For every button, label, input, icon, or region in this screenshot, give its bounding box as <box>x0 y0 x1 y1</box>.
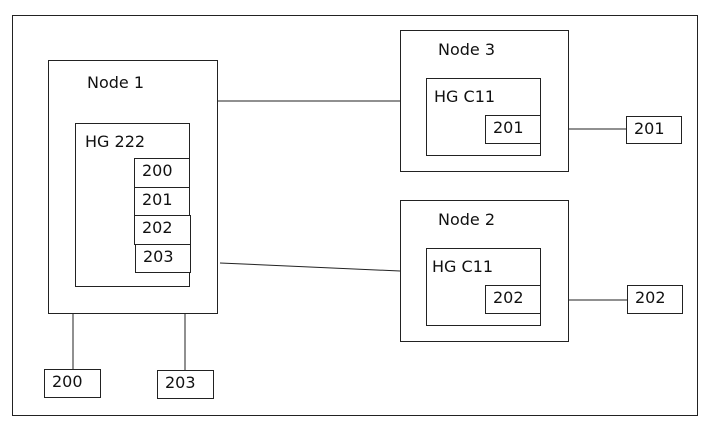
node-3-host-group-title: HG C11 <box>434 87 496 106</box>
node-1-title: Node 1 <box>87 73 145 92</box>
node-1-port-201: 201 <box>134 187 190 216</box>
port-label: 202 <box>142 218 173 237</box>
external-port-202: 202 <box>627 285 683 314</box>
node-2-port-202: 202 <box>485 285 541 314</box>
port-label: 203 <box>143 247 174 266</box>
external-port-203: 203 <box>157 370 214 399</box>
port-label: 200 <box>52 372 83 391</box>
external-port-200: 200 <box>44 369 101 398</box>
node-1-host-group-title: HG 222 <box>85 132 146 151</box>
port-label: 201 <box>634 119 665 138</box>
port-label: 202 <box>493 288 524 307</box>
external-port-201: 201 <box>626 116 682 144</box>
node-3-title: Node 3 <box>438 40 496 59</box>
node-2-host-group-title: HG C11 <box>432 257 494 276</box>
node-3-port-201: 201 <box>485 115 541 144</box>
port-label: 201 <box>142 190 173 209</box>
node-1-port-202: 202 <box>134 215 191 245</box>
port-label: 203 <box>165 373 196 392</box>
node-1-port-200: 200 <box>134 158 190 188</box>
port-label: 201 <box>493 118 524 137</box>
port-label: 202 <box>635 288 666 307</box>
node-1-port-203: 203 <box>135 244 191 273</box>
node-2-title: Node 2 <box>438 210 496 229</box>
link-node1-node2 <box>219 262 401 272</box>
port-label: 200 <box>142 161 173 180</box>
